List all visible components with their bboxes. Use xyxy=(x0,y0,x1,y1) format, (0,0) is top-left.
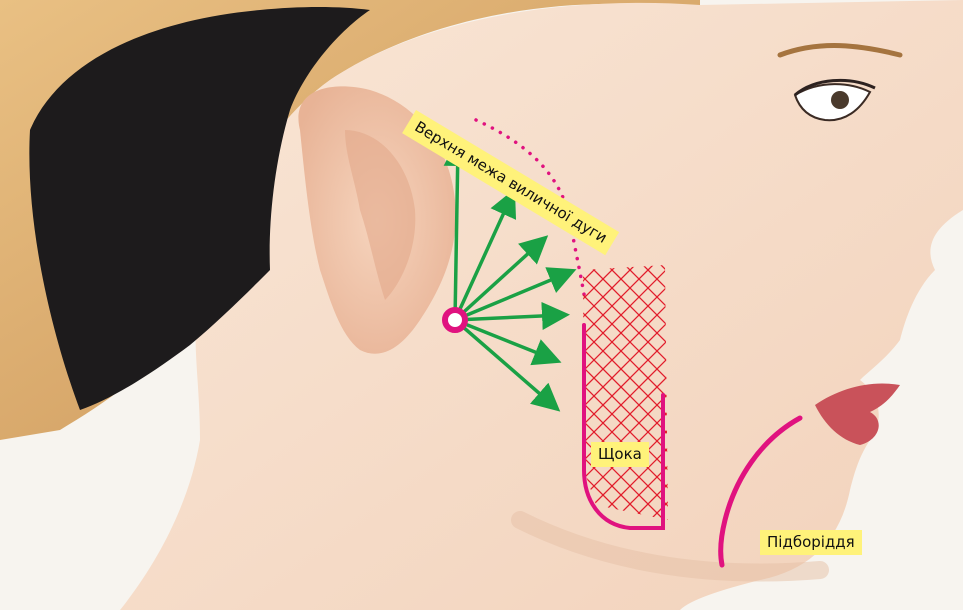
grid-line xyxy=(926,260,963,540)
ring-marker-icon xyxy=(445,310,465,330)
iris xyxy=(831,91,849,109)
chin-label: Підборіддя xyxy=(760,530,862,555)
grid-line xyxy=(944,260,963,540)
grid-line xyxy=(908,260,963,540)
cheek-label: Щока xyxy=(591,442,649,467)
